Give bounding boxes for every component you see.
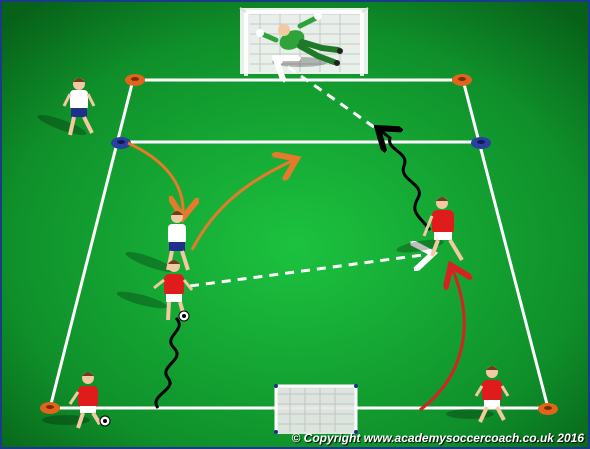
- copyright-text: © Copyright www.academysoccercoach.co.uk…: [291, 431, 584, 445]
- cone-orange-top-left: [125, 74, 145, 86]
- cone-blue-right: [471, 137, 491, 149]
- cone-orange-bottom-right: [538, 403, 558, 415]
- cone-orange-bottom-left: [40, 402, 60, 414]
- bottom-goal: [274, 384, 358, 434]
- cone-orange-top-right: [452, 74, 472, 86]
